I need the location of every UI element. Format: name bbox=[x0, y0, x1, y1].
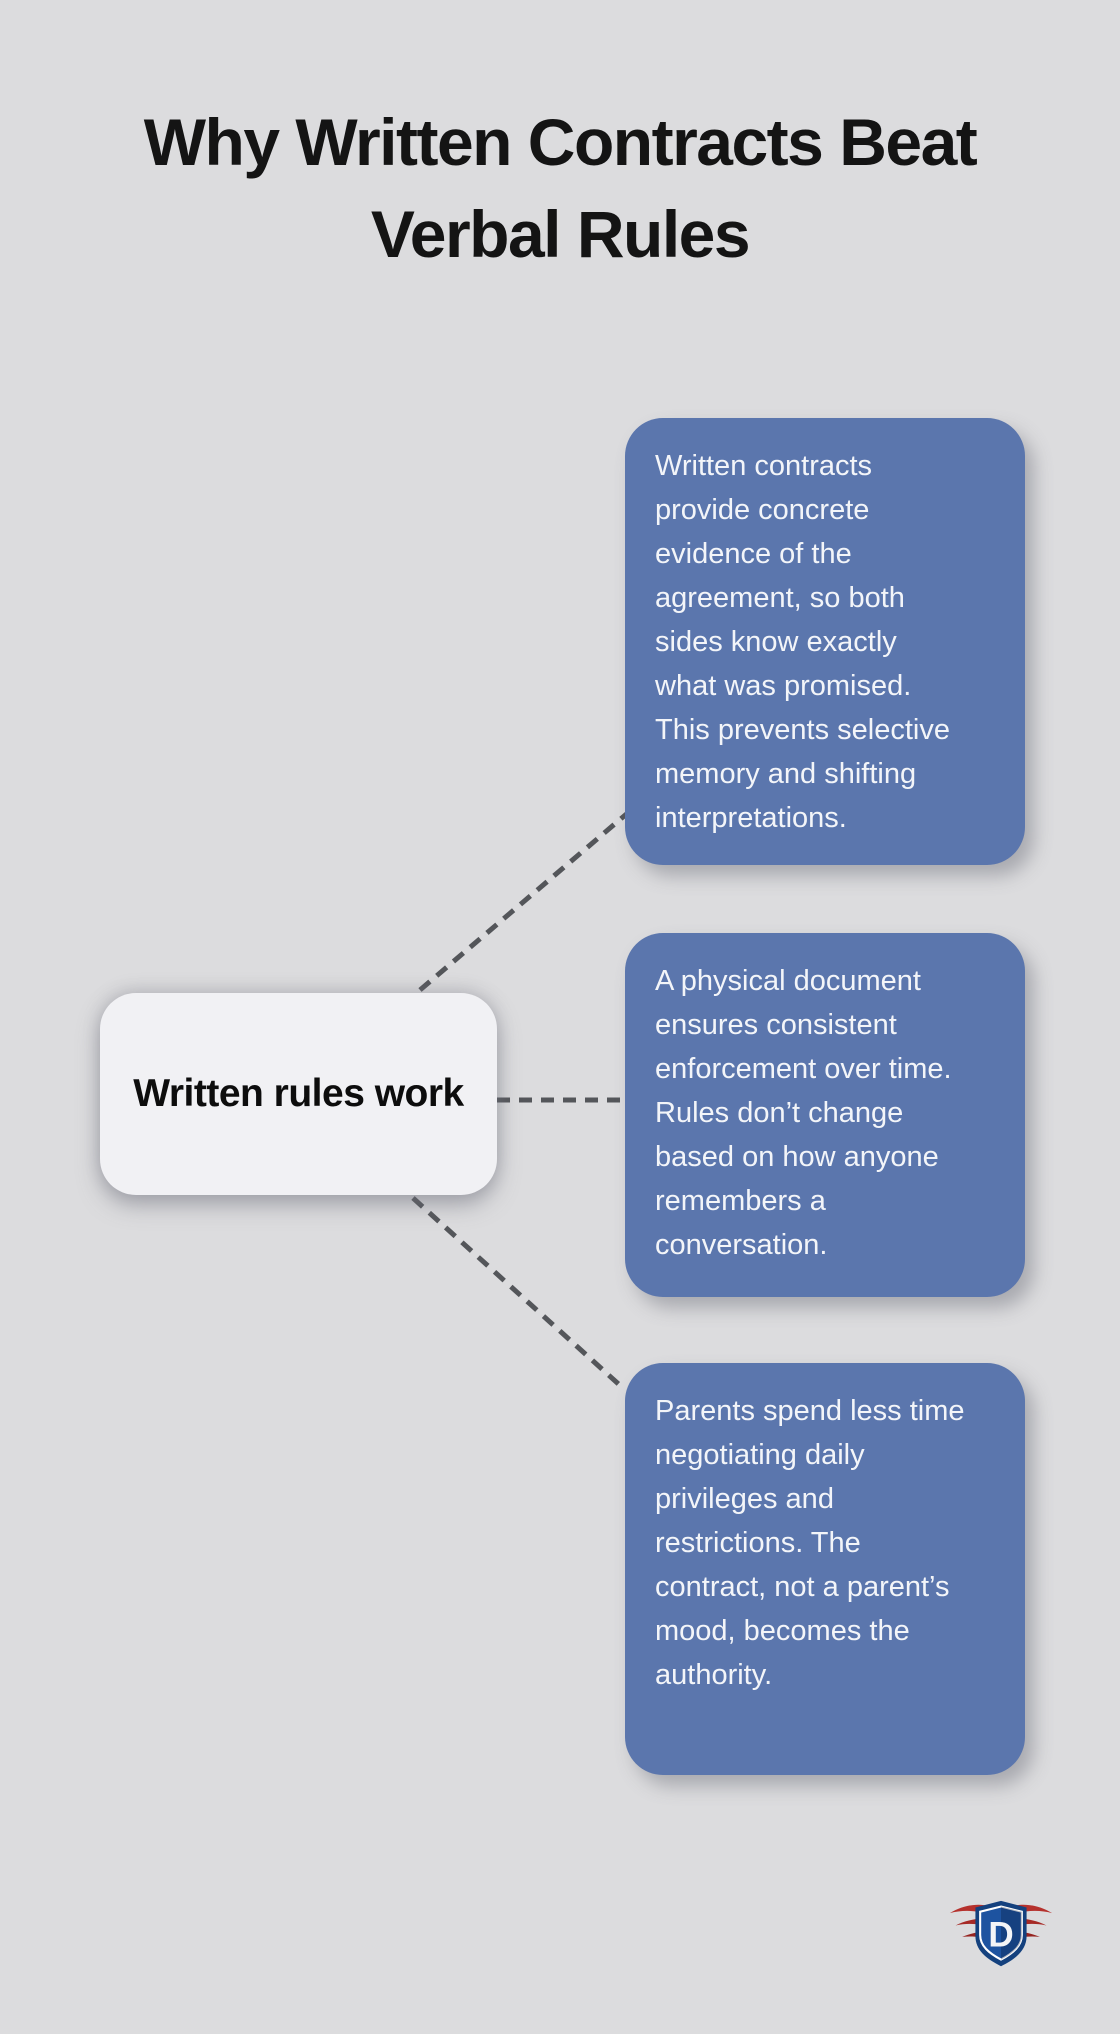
center-node: Written rules work bbox=[100, 993, 497, 1195]
center-node-label: Written rules work bbox=[133, 1072, 464, 1115]
connector-bottom-branch bbox=[411, 1196, 626, 1391]
logo-letter: D bbox=[988, 1915, 1013, 1954]
connector-top-branch bbox=[418, 809, 632, 992]
shield-icon: D bbox=[975, 1900, 1027, 1967]
branch-text-less-negotiating: Parents spend less time negotiating dail… bbox=[655, 1395, 965, 1691]
title-line-1: Why Written Contracts Beat bbox=[143, 105, 978, 179]
branch-box-consistency: A physical document ensures consistent e… bbox=[625, 933, 1025, 1297]
branch-box-evidence: Written contracts provide concrete evide… bbox=[625, 418, 1025, 865]
branch-text-consistency: A physical document ensures consistent e… bbox=[655, 965, 952, 1261]
branch-box-less-negotiating: Parents spend less time negotiating dail… bbox=[625, 1363, 1025, 1775]
title-line-2: Verbal Rules bbox=[370, 197, 751, 271]
brand-logo: D bbox=[949, 1900, 1053, 1967]
page-title: Why Written Contracts Beat Verbal Rules bbox=[0, 96, 1120, 280]
branch-text-evidence: Written contracts provide concrete evide… bbox=[655, 450, 950, 834]
